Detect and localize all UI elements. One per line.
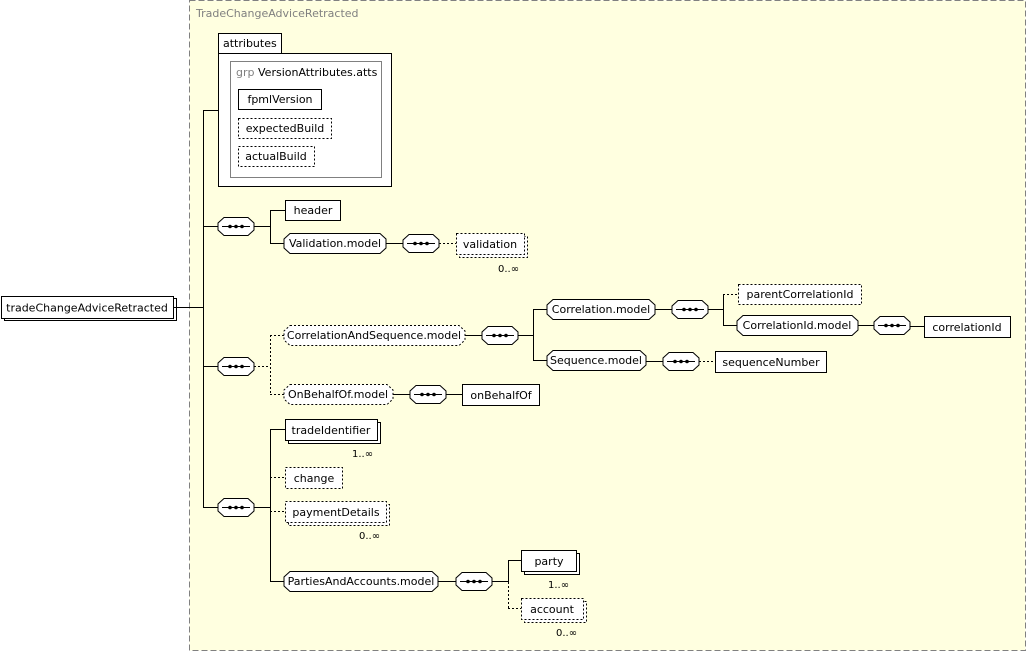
attributes-label: attributes [223, 37, 277, 50]
account-element-box[interactable] [521, 598, 584, 620]
validation-cardinality: 0..∞ [498, 264, 519, 275]
correlation-id-element-box[interactable] [924, 316, 1011, 338]
correlation-id-element: correlationId [932, 321, 1001, 334]
header-element-box[interactable] [285, 200, 341, 221]
sequence-compositor-1[interactable] [217, 217, 255, 236]
sequence-compositor-2[interactable] [217, 357, 255, 376]
party-element: party [534, 555, 564, 568]
parent-correlation-id: parentCorrelationId [747, 288, 854, 301]
sequence-compositor-sequence[interactable] [662, 352, 700, 371]
sequence-model-group[interactable] [546, 350, 647, 371]
header-element: header [294, 204, 333, 217]
attribute-expectedbuild-box[interactable] [238, 118, 332, 139]
sequence-compositor-on-behalf-of[interactable] [409, 385, 447, 404]
sequence-number-box[interactable] [715, 351, 827, 373]
on-behalf-of-element: onBehalfOf [470, 389, 532, 402]
change-element-box[interactable] [285, 467, 343, 489]
trade-identifier-cardinality: 1..∞ [352, 449, 373, 460]
sequence-compositor-parties-and-accounts[interactable] [455, 572, 493, 591]
complex-type-title: TradeChangeAdviceRetracted [195, 7, 359, 20]
correlation-and-sequence-model-label: CorrelationAndSequence.model [287, 329, 461, 342]
validation-element-box[interactable] [456, 233, 525, 255]
attribute-fpmlversion: fpmlVersion [247, 93, 312, 106]
payment-details-cardinality: 0..∞ [359, 531, 380, 542]
sequence-compositor-validation[interactable] [402, 234, 440, 253]
parties-and-accounts-model-label: PartiesAndAccounts.model [288, 575, 435, 588]
attribute-actualbuild: actualBuild [245, 150, 306, 163]
on-behalf-of-model-group[interactable] [283, 384, 394, 405]
sequence-compositor-correlation-and-sequence[interactable] [481, 326, 519, 345]
validation-model-label: Validation.model [289, 237, 381, 250]
sequence-compositor-3[interactable] [217, 498, 255, 517]
root-element-label: tradeChangeAdviceRetracted [6, 302, 168, 315]
parties-and-accounts-model-group[interactable] [283, 571, 439, 592]
sequence-number: sequenceNumber [722, 356, 820, 369]
validation-element: validation [463, 238, 517, 251]
sequence-compositor-correlation[interactable] [671, 300, 709, 319]
parent-correlation-id-box[interactable] [738, 284, 862, 305]
attribute-expectedbuild: expectedBuild [246, 122, 325, 135]
payment-details-element: paymentDetails [292, 506, 379, 519]
change-element: change [294, 472, 335, 485]
correlation-model-label: Correlation.model [552, 303, 650, 316]
attribute-actualbuild-box[interactable] [238, 146, 315, 167]
correlation-and-sequence-model-group[interactable] [283, 325, 466, 346]
validation-model-group[interactable] [283, 233, 387, 254]
account-element: account [530, 603, 575, 616]
correlation-id-model-group[interactable] [736, 315, 859, 336]
party-cardinality: 1..∞ [548, 580, 569, 591]
party-element-box[interactable] [521, 550, 577, 572]
attribute-fpmlversion-box[interactable] [238, 89, 322, 110]
attribute-group-prefix: grp [236, 66, 255, 79]
correlation-id-model-label: CorrelationId.model [743, 319, 852, 332]
on-behalf-of-model-label: OnBehalfOf.model [288, 388, 388, 401]
trade-identifier-box[interactable] [285, 419, 378, 441]
sequence-model-label: Sequence.model [550, 354, 642, 367]
payment-details-box[interactable] [285, 501, 387, 523]
sequence-compositor-correlation-id[interactable] [873, 316, 911, 335]
correlation-model-group[interactable] [546, 299, 656, 320]
attribute-group-name: VersionAttributes.atts [258, 66, 378, 79]
account-cardinality: 0..∞ [556, 628, 577, 639]
on-behalf-of-element-box[interactable] [462, 384, 540, 406]
trade-identifier-element: tradeIdentifier [292, 424, 371, 437]
